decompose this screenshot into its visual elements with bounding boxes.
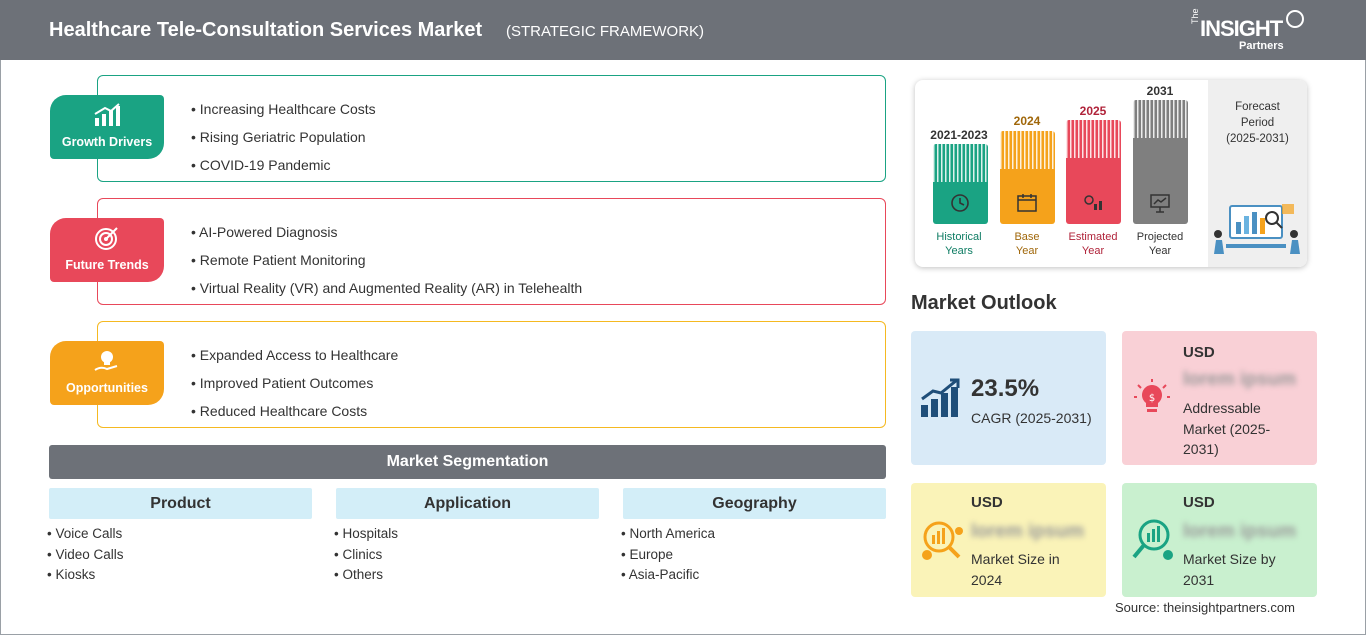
list-item: Improved Patient Outcomes [191, 369, 398, 397]
dollar-bulb-icon: $ [1134, 379, 1170, 412]
list-item: Virtual Reality (VR) and Augmented Reali… [191, 274, 582, 302]
svg-text:$: $ [1149, 393, 1155, 404]
lightbulb-hand-icon [94, 351, 118, 371]
segment-list-geography: North America Europe Asia-Pacific [621, 524, 715, 586]
page-subtitle: (STRATEGIC FRAMEWORK) [506, 23, 705, 40]
timeline-label-historical: Historical Years [936, 231, 982, 257]
list-item: Reduced Healthcare Costs [191, 397, 398, 425]
list-item: AI-Powered Diagnosis [191, 218, 582, 246]
list-item: Kiosks [47, 565, 124, 586]
size-2031-value: lorem ipsum [1183, 521, 1296, 542]
cagr-value: 23.5% [971, 375, 1040, 402]
market-size-2031-card: USD lorem ipsum Market Size by 2031 [1122, 483, 1317, 597]
opportunities-list: Expanded Access to Healthcare Improved P… [191, 341, 398, 425]
future-trends-list: AI-Powered Diagnosis Remote Patient Moni… [191, 218, 582, 302]
cagr-label: CAGR (2025-2031) [971, 410, 1092, 426]
list-item: Clinics [334, 545, 398, 566]
analytics-illustration-icon [1214, 204, 1300, 254]
timeline-label-projected: Projected Year [1136, 231, 1184, 257]
list-item: Hospitals [334, 524, 398, 545]
future-trends-box: AI-Powered Diagnosis Remote Patient Moni… [97, 198, 886, 305]
addressable-value: lorem ipsum [1183, 369, 1296, 390]
size-2031-label: Market Size by 2031 [1183, 551, 1276, 588]
growth-drivers-label: Growth Drivers [61, 135, 153, 149]
size-2024-value: lorem ipsum [971, 521, 1084, 542]
magnifier-chart-icon [922, 521, 963, 560]
source-link[interactable]: Source: theinsightpartners.com [1115, 600, 1295, 615]
market-segmentation-title: Market Segmentation [49, 445, 886, 479]
addressable-currency: USD [1183, 344, 1215, 361]
timeline-bar-estimated [1066, 120, 1121, 224]
segment-heading-application: Application [336, 488, 599, 519]
size-2031-currency: USD [1183, 494, 1215, 511]
header-bar: Healthcare Tele-Consultation Services Ma… [0, 0, 1366, 60]
growth-chart-icon [94, 103, 120, 126]
opportunities-box: Expanded Access to Healthcare Improved P… [97, 321, 886, 428]
segment-list-product: Voice Calls Video Calls Kiosks [47, 524, 124, 586]
size-2024-currency: USD [971, 494, 1003, 511]
growth-chart-icon [921, 378, 960, 417]
opportunities-badge: Opportunities [50, 341, 164, 405]
gear-chart-icon [1084, 195, 1102, 210]
timeline-year-estimated: 2025 [1079, 104, 1107, 118]
timeline-year-base: 2024 [1013, 114, 1041, 128]
list-item: Asia-Pacific [621, 565, 715, 586]
insight-partners-logo: The INSIGHT Partners [1190, 8, 1310, 54]
addressable-market-card: $ USD lorem ipsum Addressable Market (20… [1122, 331, 1317, 465]
page-title: Healthcare Tele-Consultation Services Ma… [49, 19, 483, 41]
list-item: Increasing Healthcare Costs [191, 95, 376, 123]
list-item: COVID-19 Pandemic [191, 151, 376, 179]
timeline-label-estimated: Estimated Year [1068, 231, 1118, 257]
list-item: Others [334, 565, 398, 586]
timeline-bar-projected [1133, 100, 1188, 224]
timeline-label-base: Base Year [1014, 231, 1040, 257]
growth-drivers-badge: Growth Drivers [50, 95, 164, 159]
segment-list-application: Hospitals Clinics Others [334, 524, 398, 586]
timeline-bar-base [1000, 131, 1055, 224]
segment-heading-product: Product [49, 488, 312, 519]
segment-heading-geography: Geography [623, 488, 886, 519]
list-item: Voice Calls [47, 524, 124, 545]
target-icon [95, 227, 118, 250]
future-trends-badge: Future Trends [50, 218, 164, 282]
presentation-icon [1150, 194, 1170, 213]
future-trends-label: Future Trends [65, 258, 149, 272]
market-size-2024-card: USD lorem ipsum Market Size in 2024 [911, 483, 1106, 597]
timeline-year-projected: 2031 [1146, 84, 1174, 98]
list-item: Video Calls [47, 545, 123, 566]
forecast-period-text: Forecast Period (2025-2031) [1226, 101, 1289, 145]
growth-drivers-box: Increasing Healthcare Costs Rising Geria… [97, 75, 886, 182]
magnifier-chart-icon [1132, 519, 1173, 560]
market-outlook-title: Market Outlook [911, 292, 1057, 314]
list-item: Rising Geriatric Population [191, 123, 376, 151]
calendar-icon [1017, 194, 1037, 212]
list-item: Expanded Access to Healthcare [191, 341, 398, 369]
cagr-card [911, 331, 1106, 465]
history-icon [951, 194, 969, 212]
growth-drivers-list: Increasing Healthcare Costs Rising Geria… [191, 95, 376, 179]
opportunities-label: Opportunities [66, 381, 148, 395]
list-item: North America [621, 524, 715, 545]
addressable-label: Addressable Market (2025- 2031) [1183, 400, 1271, 457]
list-item: Remote Patient Monitoring [191, 246, 582, 274]
size-2024-label: Market Size in 2024 [971, 551, 1060, 588]
timeline-year-historical: 2021-2023 [930, 128, 988, 142]
list-item: Europe [621, 545, 715, 566]
